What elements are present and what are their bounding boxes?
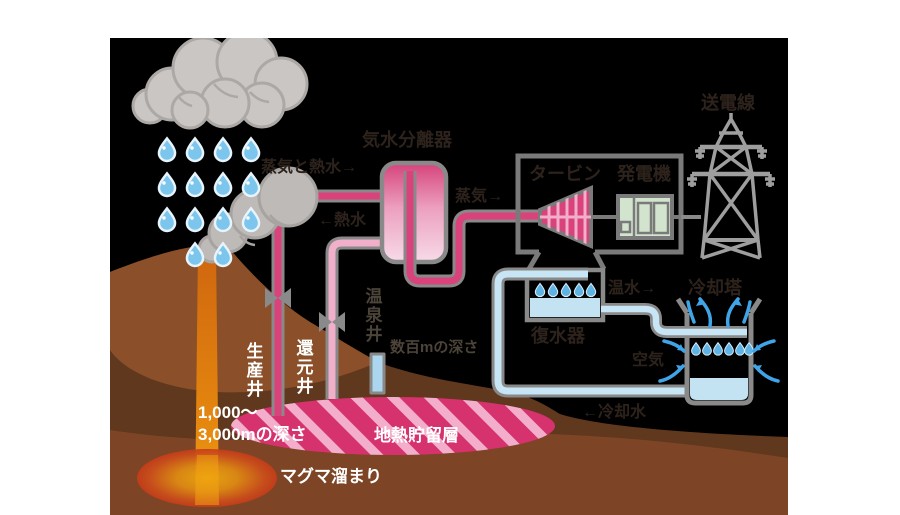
transmission-tower xyxy=(687,113,775,260)
generator-label: 発電機 xyxy=(617,164,671,184)
warm-water-pipe xyxy=(601,305,747,336)
steam-label: 蒸気→ xyxy=(455,188,504,205)
condenser-duct xyxy=(526,250,607,271)
reinjection-well-label: 還元井 xyxy=(296,339,314,397)
hot-water-label: ←熱水 xyxy=(318,212,367,229)
geothermal-reservoir xyxy=(231,397,555,455)
condenser-label: 復水器 xyxy=(531,326,585,346)
tower-basin-water xyxy=(690,378,748,400)
magma-conduit xyxy=(195,250,219,505)
power-house xyxy=(515,153,684,271)
hot-spring-well-label: 温泉井 xyxy=(365,287,383,345)
volcano xyxy=(110,247,378,393)
generator-figure xyxy=(616,194,701,240)
drop-highlights xyxy=(162,146,250,255)
valve-production xyxy=(265,288,291,308)
turbine-label: タービン xyxy=(529,164,601,184)
magma-conduit-glow xyxy=(195,455,219,505)
hot-spring-well-pipe xyxy=(369,352,386,395)
tower-flares xyxy=(675,297,763,315)
warm-water-label: 温水→ xyxy=(608,280,657,297)
ground-deep-layer xyxy=(110,430,788,515)
condenser-figure xyxy=(491,267,688,398)
reinjection-pipe xyxy=(328,239,384,399)
depth-deep-label-line1: 1,000〜 xyxy=(198,403,258,422)
depth-deep-label-line2: 3,000mの深さ xyxy=(198,425,307,444)
production-well-label: 生産井 xyxy=(246,342,264,400)
condenser-water xyxy=(530,298,600,317)
cooling-water-pipe xyxy=(494,270,688,395)
magma-chamber-label: マグマ溜まり xyxy=(280,467,382,486)
cooling-water-label: ←冷却水 xyxy=(582,404,647,421)
reservoir-label: 地熱貯留層 xyxy=(374,426,459,445)
rain-drops xyxy=(157,137,261,268)
power-line-label: 送電線 xyxy=(701,93,755,113)
depth-shallow-label: 数百mの深さ xyxy=(390,339,479,356)
rain-cloud xyxy=(131,38,309,130)
steam-arrowheads xyxy=(696,299,742,306)
air-arrowheads xyxy=(676,344,762,372)
cooling-tower-figure xyxy=(601,297,780,406)
steam-pipe xyxy=(403,171,541,288)
cooling-tower-label: 冷却塔 xyxy=(688,278,742,298)
air-label: 空気 xyxy=(632,352,665,369)
separator-label: 気水分離器 xyxy=(362,130,452,150)
steam-and-hot-water-label: 蒸気と熱水→ xyxy=(261,159,358,176)
valve-reinjection xyxy=(319,312,345,332)
